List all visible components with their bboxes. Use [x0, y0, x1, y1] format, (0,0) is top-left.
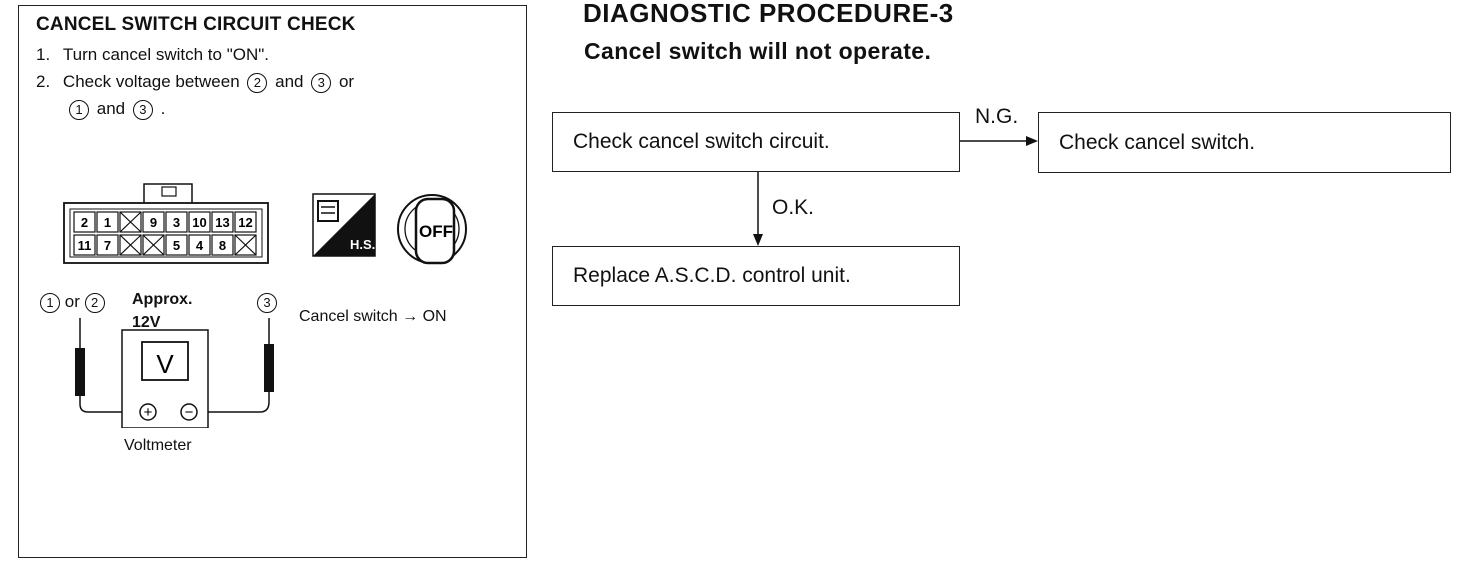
- ignition-key-icon: OFF: [397, 194, 467, 265]
- hs-switch-icon: H.S.: [312, 193, 376, 257]
- terminal-2-badge: 2: [247, 72, 268, 93]
- minus-terminal-icon: [180, 403, 198, 421]
- connector-cell-label: 12: [238, 215, 252, 230]
- probe-terminal-2: 2: [84, 292, 105, 313]
- probe-right-label: 3: [257, 292, 277, 313]
- step-2-cont: 1 and 3 .: [66, 99, 165, 120]
- flow-box-check-circuit: Check cancel switch circuit.: [552, 112, 960, 172]
- connector-cell: [96, 234, 119, 256]
- probe-left: [75, 348, 85, 396]
- connector-cell-label: 2: [81, 215, 88, 230]
- cancel-switch-on-note: Cancel switch → ON: [299, 308, 447, 325]
- connector-cell-cross: [119, 234, 142, 256]
- step-2-text-b: and: [275, 72, 304, 91]
- voltmeter-v: V: [156, 349, 174, 379]
- connector-cell-label: 10: [192, 215, 206, 230]
- circuit-check-panel: [18, 5, 527, 558]
- flow-box-check-circuit-text: Check cancel switch circuit.: [573, 130, 830, 153]
- connector-cell: [234, 211, 257, 233]
- hs-label: H.S.: [350, 237, 375, 252]
- approx-label: Approx.: [132, 291, 193, 308]
- step-2-text-c: or: [338, 72, 355, 91]
- probe-or-text: or: [64, 292, 80, 311]
- terminal-3-badge-2: 3: [132, 99, 153, 120]
- step-2-text-d: and: [96, 99, 126, 118]
- step-1-text: Turn cancel switch to "ON".: [62, 45, 269, 64]
- flow-box-check-switch-text: Check cancel switch.: [1059, 130, 1256, 154]
- procedure-title: DIAGNOSTIC PROCEDURE-3: [583, 0, 954, 28]
- probe-terminal-3: 3: [257, 292, 277, 313]
- voltmeter-display: [141, 341, 189, 381]
- flow-box-check-switch: Check cancel switch.: [1038, 112, 1451, 173]
- connector-cell: [211, 211, 234, 233]
- step-2: 2. Check voltage between 2 and 3 or: [36, 72, 354, 93]
- connector-cell: [165, 234, 188, 256]
- arrow-ok-head: [753, 234, 763, 246]
- volts-label: 12V: [132, 314, 161, 331]
- step-1-number: 1.: [36, 45, 51, 64]
- connector-cell: [188, 211, 211, 233]
- label-ng: N.G.: [975, 105, 1019, 128]
- connector-cell: [165, 211, 188, 233]
- panel-title: CANCEL SWITCH CIRCUIT CHECK: [36, 14, 356, 35]
- connector-cell-label: 1: [104, 215, 111, 230]
- connector-cell: [96, 211, 119, 233]
- step-2-text-e: .: [160, 99, 166, 118]
- step-2-number: 2.: [36, 72, 51, 91]
- connector-lock-slot: [161, 186, 177, 197]
- off-label: OFF: [419, 222, 453, 241]
- voltmeter-diagram: V + −: [75, 318, 274, 428]
- connector-cell: [73, 234, 96, 256]
- procedure-subtitle: Cancel switch will not operate.: [584, 38, 932, 64]
- connector-cell: [73, 211, 96, 233]
- label-ok: O.K.: [772, 196, 815, 219]
- step-1: 1. Turn cancel switch to "ON".: [36, 45, 269, 65]
- connector-cell-label: 8: [219, 238, 226, 253]
- plus-terminal-icon: [139, 403, 157, 421]
- connector-cell-cross: [119, 211, 142, 233]
- flow-box-replace-unit: Replace A.S.C.D. control unit.: [552, 246, 960, 306]
- terminal-1-badge: 1: [69, 99, 89, 120]
- connector-cell-label: 9: [150, 215, 157, 230]
- connector-cell-cross: [234, 234, 257, 256]
- plus-sign: +: [144, 404, 153, 421]
- connector-cell-label: 4: [196, 238, 204, 253]
- connector-inner: [69, 208, 263, 258]
- terminal-3-badge: 3: [311, 72, 332, 93]
- connector-cell-cross: [142, 234, 165, 256]
- probe-left-label: 1 or 2: [40, 292, 105, 313]
- connector-cell-label: 3: [173, 215, 180, 230]
- step-2-text-a: Check voltage between: [62, 72, 240, 91]
- voltmeter-label: Voltmeter: [124, 437, 192, 454]
- connector-cell-label: 5: [173, 238, 180, 253]
- probe-right: [264, 344, 274, 392]
- connector-cell-label: 13: [215, 215, 229, 230]
- arrow-ng-head: [1026, 136, 1038, 146]
- connector-cell: [188, 234, 211, 256]
- flow-box-replace-unit-text: Replace A.S.C.D. control unit.: [573, 264, 851, 287]
- connector-cell-label: 7: [104, 238, 111, 253]
- connector-cell: [211, 234, 234, 256]
- probe-terminal-1: 1: [40, 292, 60, 313]
- minus-sign: −: [185, 404, 194, 421]
- connector-cell: [142, 211, 165, 233]
- connector-cell-label: 11: [78, 238, 92, 253]
